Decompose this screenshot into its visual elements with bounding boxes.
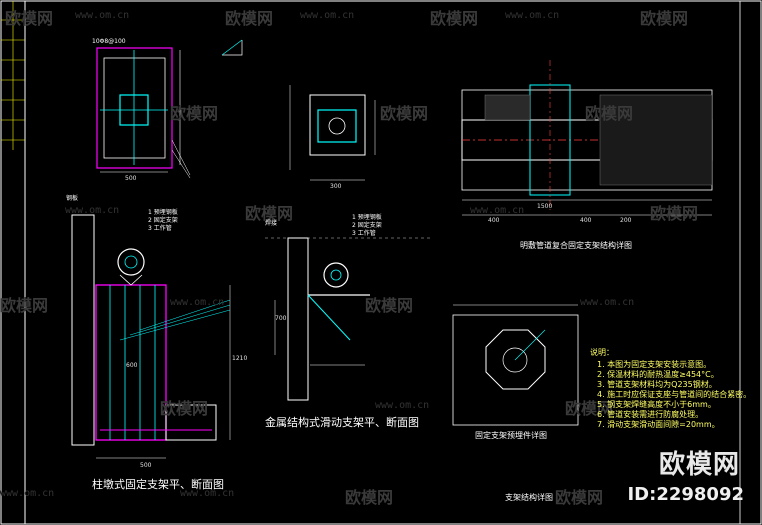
bracket-octagon-detail xyxy=(452,304,579,426)
caption-support-structure: 支架结构详图 xyxy=(505,493,553,502)
layer-1-label: 1 预埋钢板 xyxy=(148,209,178,216)
dimension-text: 200 xyxy=(620,217,632,224)
watermark-url: www.om.cn xyxy=(75,10,130,21)
notes-line: 1. 本图为固定支架安装示意图。 xyxy=(597,360,712,369)
rebar-label: 10Φ8@100 xyxy=(92,38,126,45)
watermark-brand: 欧模网 xyxy=(160,399,209,418)
watermark-brand: 欧模网 xyxy=(0,296,49,315)
sliding-elevation xyxy=(265,237,430,401)
notes-line: 7. 滑动支架滑动面间隙=20mm。 xyxy=(597,420,720,429)
watermark-brand: 欧模网 xyxy=(380,104,429,123)
brand-id-text: ID:2298092 xyxy=(627,484,744,505)
layer-3-label: 3 工作管 xyxy=(148,225,172,232)
watermark-brand: 欧模网 xyxy=(565,399,614,418)
brand-logo-text: 欧模网 xyxy=(658,450,740,480)
watermark-url: www.om.cn xyxy=(0,488,55,499)
notes-line: 2. 保温材料的耐热温度≥454°C。 xyxy=(597,370,719,379)
notes-title: 说明： xyxy=(590,348,614,357)
caption-fixed-pipe-detail: 明敷管道复合固定支架结构详图 xyxy=(520,241,632,250)
caption-sliding-support: 金属结构式滑动支架平、断面图 xyxy=(265,416,419,429)
caption-bracket-detail: 固定支架预埋件详图 xyxy=(475,431,547,440)
watermark-url: www.om.cn xyxy=(505,10,560,21)
watermark-url: www.om.cn xyxy=(375,400,430,411)
fixed-pipe-section xyxy=(461,60,713,216)
notes-line: 6. 管道安装需进行防腐处理。 xyxy=(597,410,704,419)
watermark-url: www.om.cn xyxy=(300,10,355,21)
watermark-brand: 欧模网 xyxy=(5,9,54,28)
watermark-brand: 欧模网 xyxy=(430,9,479,28)
dimension-text: 500 xyxy=(125,175,137,182)
watermark-brand: 欧模网 xyxy=(225,9,274,28)
watermark-brand: 欧模网 xyxy=(585,104,634,123)
column-elevation xyxy=(71,214,231,459)
notes-line: 3. 管道支架材料均为Q235钢材。 xyxy=(597,380,717,389)
caption-column-support: 柱墩式固定支架平、断面图 xyxy=(92,478,224,491)
dimension-text: 500 xyxy=(140,462,152,469)
watermark-brand: 欧模网 xyxy=(245,204,294,223)
watermark-url: www.om.cn xyxy=(580,297,635,308)
watermark-url: www.om.cn xyxy=(180,488,235,499)
layer-1-label: 1 预埋钢板 xyxy=(352,214,382,221)
dimension-text: 400 xyxy=(580,217,592,224)
sliding-plan-view xyxy=(289,85,376,181)
layer-2-label: 2 固定支架 xyxy=(148,217,178,224)
notes-line: 4. 施工时应保证支座与管道间的结合紧密。 xyxy=(597,390,752,399)
watermark-brand: 欧模网 xyxy=(640,9,689,28)
dimension-text: 600 xyxy=(126,362,138,369)
layer-2-label: 2 固定支架 xyxy=(352,222,382,229)
watermark-brand: 欧模网 xyxy=(170,104,219,123)
watermark-brand: 欧模网 xyxy=(555,488,604,507)
weld-label: 焊接 xyxy=(265,220,278,227)
dimension-text: 700 xyxy=(275,315,287,322)
dimension-text: 300 xyxy=(330,183,342,190)
dimension-text: 400 xyxy=(488,217,500,224)
notes-line: 5. 钢支架焊缝高度不小于6mm。 xyxy=(597,400,716,409)
watermark-brand: 欧模网 xyxy=(365,296,414,315)
dimension-text: 1210 xyxy=(232,355,248,362)
watermark-brand: 欧模网 xyxy=(345,488,394,507)
plate-label: 钢板 xyxy=(66,195,79,202)
watermark-url: www.om.cn xyxy=(470,205,525,216)
weld-triangle-detail xyxy=(221,39,243,56)
watermark-url: www.om.cn xyxy=(65,205,120,216)
left-title-block xyxy=(1,1,25,150)
layer-3-label: 3 工作管 xyxy=(352,230,376,237)
watermark-brand: 欧模网 xyxy=(650,204,699,223)
dimension-text: 1500 xyxy=(537,203,553,210)
watermark-url: www.om.cn xyxy=(170,297,225,308)
column-plan-view xyxy=(96,47,191,179)
